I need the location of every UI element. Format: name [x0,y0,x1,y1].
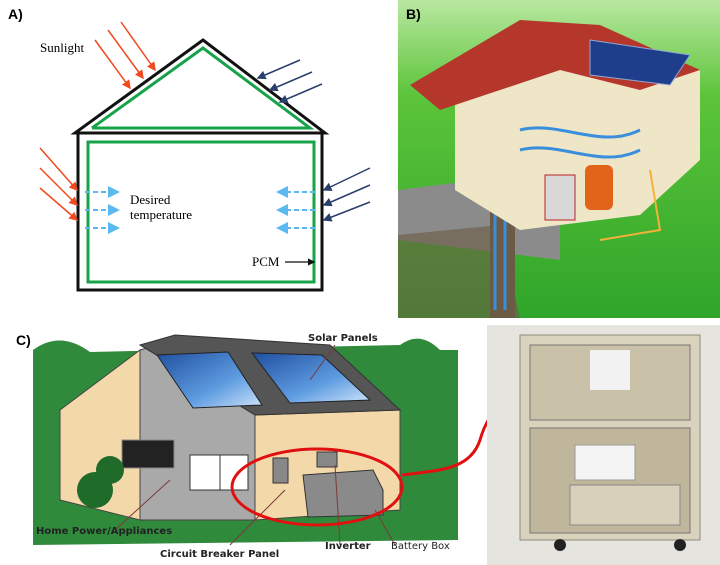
panel-b-tag: B) [406,6,421,22]
sunlight-arrows-roof [94,21,156,90]
desired-label: Desired [130,192,171,207]
panel-b-geothermal-house [398,0,720,318]
cold-arrows-roof [256,59,323,104]
temperature-label: temperature [130,207,193,222]
panel-c-tag: C) [16,332,31,348]
sunlight-arrows-wall [39,147,79,221]
highlight-ellipse [230,447,404,527]
panel-a-tag: A) [8,6,23,22]
inverter-label: Inverter [325,541,371,552]
solar-panels-label: Solar Panels [308,333,378,344]
battery-box-label: Battery Box [391,541,450,552]
panel-a-pcm-house [39,21,371,292]
battery-cabinet-photo [487,325,720,565]
pcm-label: PCM [252,254,280,269]
air-arrows [85,186,315,234]
circuit-breaker-label: Circuit Breaker Panel [160,549,280,560]
cold-arrows-wall [322,167,371,222]
sunlight-label: Sunlight [40,40,85,55]
home-power-label: Home Power/Appliances [36,526,173,537]
panel-c-solar-house [33,334,551,546]
